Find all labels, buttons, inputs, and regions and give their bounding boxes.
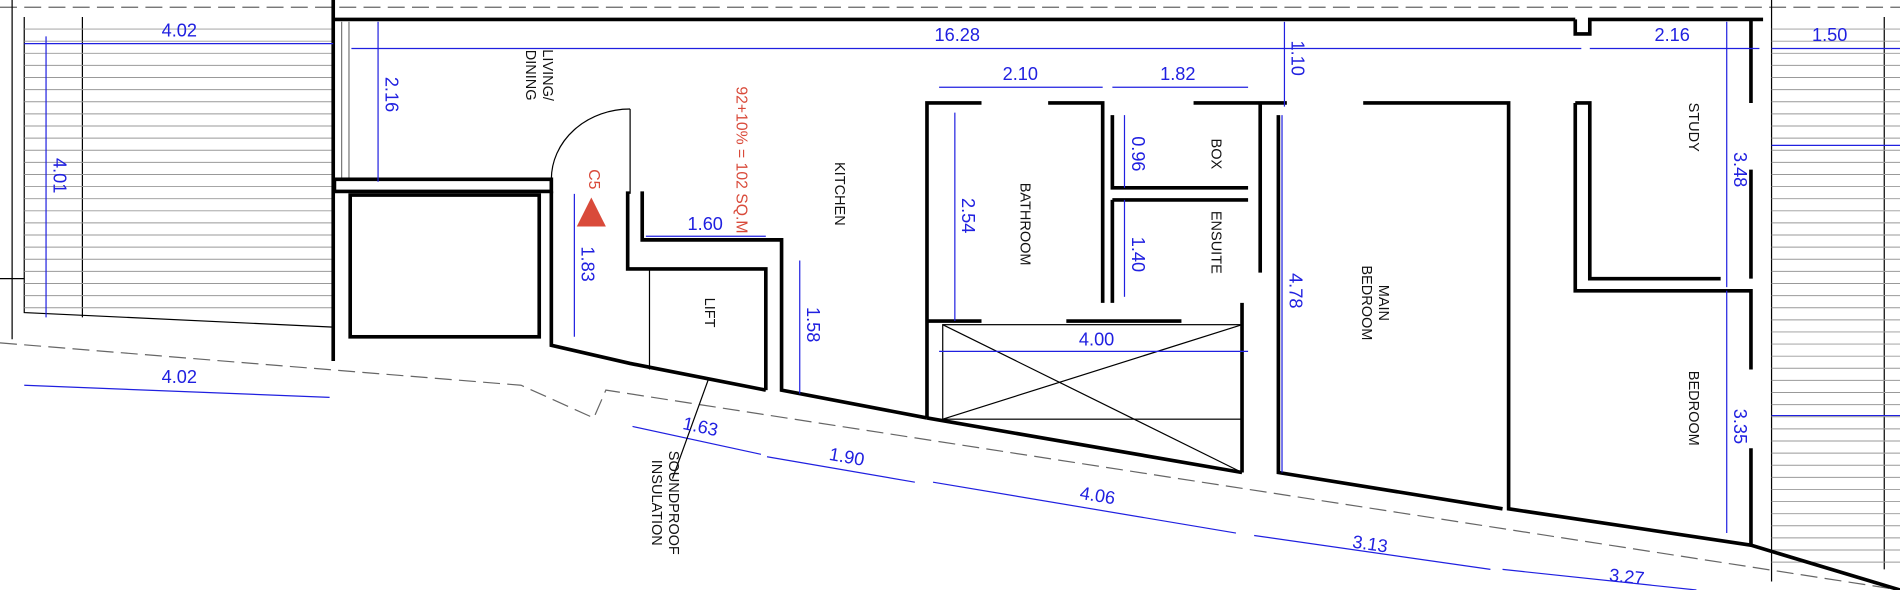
room-bathroom: BATHROOM xyxy=(1016,183,1032,266)
dim-study-depth: 3.48 xyxy=(1730,152,1750,187)
dim-front-5: 3.27 xyxy=(1608,565,1645,589)
dim-front-1: 1.63 xyxy=(681,413,720,440)
dim-total-width: 16.28 xyxy=(935,25,980,45)
room-kitchen: KITCHEN xyxy=(831,162,847,226)
dim-box-width: 1.82 xyxy=(1160,64,1195,84)
room-living-dining-2: DINING xyxy=(522,50,538,101)
dim-front-4: 3.13 xyxy=(1351,532,1389,557)
dim-lift-depth: 1.58 xyxy=(803,307,823,342)
room-study: STUDY xyxy=(1685,103,1701,153)
red-triangle-icon xyxy=(576,197,606,227)
room-lift: LIFT xyxy=(701,298,717,328)
dim-bottom-left-width: 4.02 xyxy=(162,367,197,387)
dim-void-width: 4.00 xyxy=(1079,329,1114,349)
dimension-lines xyxy=(24,21,1900,590)
room-main-bedroom-2: BEDROOM xyxy=(1358,265,1374,340)
room-main-bedroom: MAIN xyxy=(1375,285,1391,321)
marker-label: C5 xyxy=(585,169,602,189)
room-labels: LIVING/ DINING KITCHEN LIFT BATHROOM BOX… xyxy=(522,49,1701,555)
dim-bathroom-width: 2.10 xyxy=(1003,64,1038,84)
dim-living-depth: 2.16 xyxy=(381,77,401,112)
dim-front-3: 4.06 xyxy=(1079,483,1117,508)
dim-right-terrace: 1.50 xyxy=(1812,25,1847,45)
dim-bedroom-depth: 3.35 xyxy=(1730,409,1750,444)
annotations: 92+10% = 102 SQ.M C5 xyxy=(576,86,750,233)
soundproof-insulation-2: INSULATION xyxy=(648,460,664,546)
dimension-labels: 4.02 16.28 2.16 1.50 4.01 2.16 1.83 1.60… xyxy=(49,20,1847,588)
left-terrace xyxy=(0,0,334,340)
soundproof-insulation: SOUNDPROOF xyxy=(665,451,681,555)
dim-corridor: 1.10 xyxy=(1288,40,1308,75)
room-living-dining: LIVING/ xyxy=(539,49,555,102)
area-annotation: 92+10% = 102 SQ.M xyxy=(733,86,750,233)
dim-ensuite-depth: 1.40 xyxy=(1128,237,1148,272)
dim-stair-landing: 1.83 xyxy=(578,246,598,281)
room-box: BOX xyxy=(1208,139,1224,170)
dim-top-left-width: 4.02 xyxy=(162,20,197,40)
dim-lift-width: 1.60 xyxy=(688,214,723,234)
walls xyxy=(331,0,1900,590)
site-boundary xyxy=(0,6,1900,590)
dim-main-bedroom-depth: 4.78 xyxy=(1285,273,1305,308)
room-bedroom: BEDROOM xyxy=(1685,371,1701,446)
dim-front-2: 1.90 xyxy=(828,444,866,470)
dim-bathroom-depth: 2.54 xyxy=(958,198,978,233)
dim-left-depth: 4.01 xyxy=(49,158,69,193)
dim-box-depth: 0.96 xyxy=(1128,136,1148,171)
right-terrace xyxy=(1770,0,1900,582)
room-ensuite: ENSUITE xyxy=(1208,211,1224,274)
dim-study-width: 2.16 xyxy=(1655,25,1690,45)
